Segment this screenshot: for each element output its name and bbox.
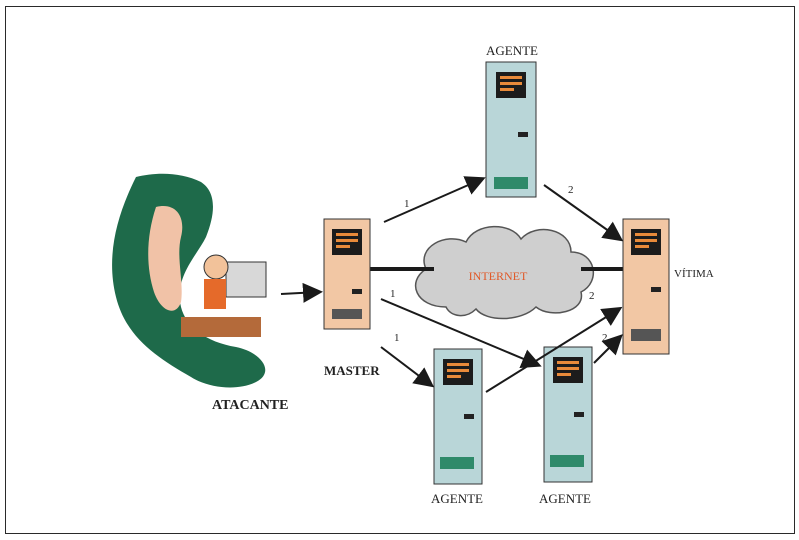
attacker-head	[203, 254, 229, 280]
agent-bottom1-to-victim-arrow	[485, 306, 623, 393]
edge-label-1a: 1	[404, 198, 410, 210]
diagram-frame: ATACANTE INTERNET MASTER AGENTE VÍTIMA	[5, 6, 795, 534]
master-to-agent-bottom2-arrow	[380, 298, 542, 369]
victim-server	[622, 218, 670, 355]
edge-label-2a: 2	[568, 184, 574, 196]
agent-bottom2-server	[543, 346, 593, 483]
edge-label-2c: 2	[602, 332, 608, 344]
agent-top-server	[485, 61, 537, 198]
ddos-diagram: ATACANTE INTERNET MASTER AGENTE VÍTIMA	[112, 43, 714, 506]
attacker-label: ATACANTE	[212, 398, 289, 413]
master-server	[323, 218, 371, 330]
agent-bottom2-label: AGENTE	[539, 491, 591, 506]
edge-label-1b: 1	[394, 332, 400, 344]
master-label: MASTER	[324, 363, 380, 378]
agent-bottom1-label: AGENTE	[431, 491, 483, 506]
edge-label-1c: 1	[390, 288, 396, 300]
agent-top-to-victim-arrow	[543, 184, 624, 242]
master-to-agent-top-arrow	[383, 176, 486, 223]
agent-bottom2-to-victim-arrow	[593, 334, 623, 364]
attacker-to-master-arrow	[280, 282, 323, 303]
agent-bottom1-server	[433, 348, 483, 485]
internet-cloud	[414, 225, 595, 320]
ghost-shape	[112, 173, 266, 388]
agent-top-label: AGENTE	[486, 43, 538, 58]
ghost-face	[148, 206, 183, 311]
internet-label: INTERNET	[469, 269, 528, 283]
computer-monitor	[225, 261, 267, 298]
desk	[181, 317, 261, 337]
victim-label: VÍTIMA	[674, 268, 714, 280]
attacker-body	[204, 279, 226, 309]
master-to-agent-bottom1-arrow	[380, 346, 435, 388]
attacker-illustration	[112, 173, 267, 388]
edge-label-2b: 2	[589, 290, 595, 302]
